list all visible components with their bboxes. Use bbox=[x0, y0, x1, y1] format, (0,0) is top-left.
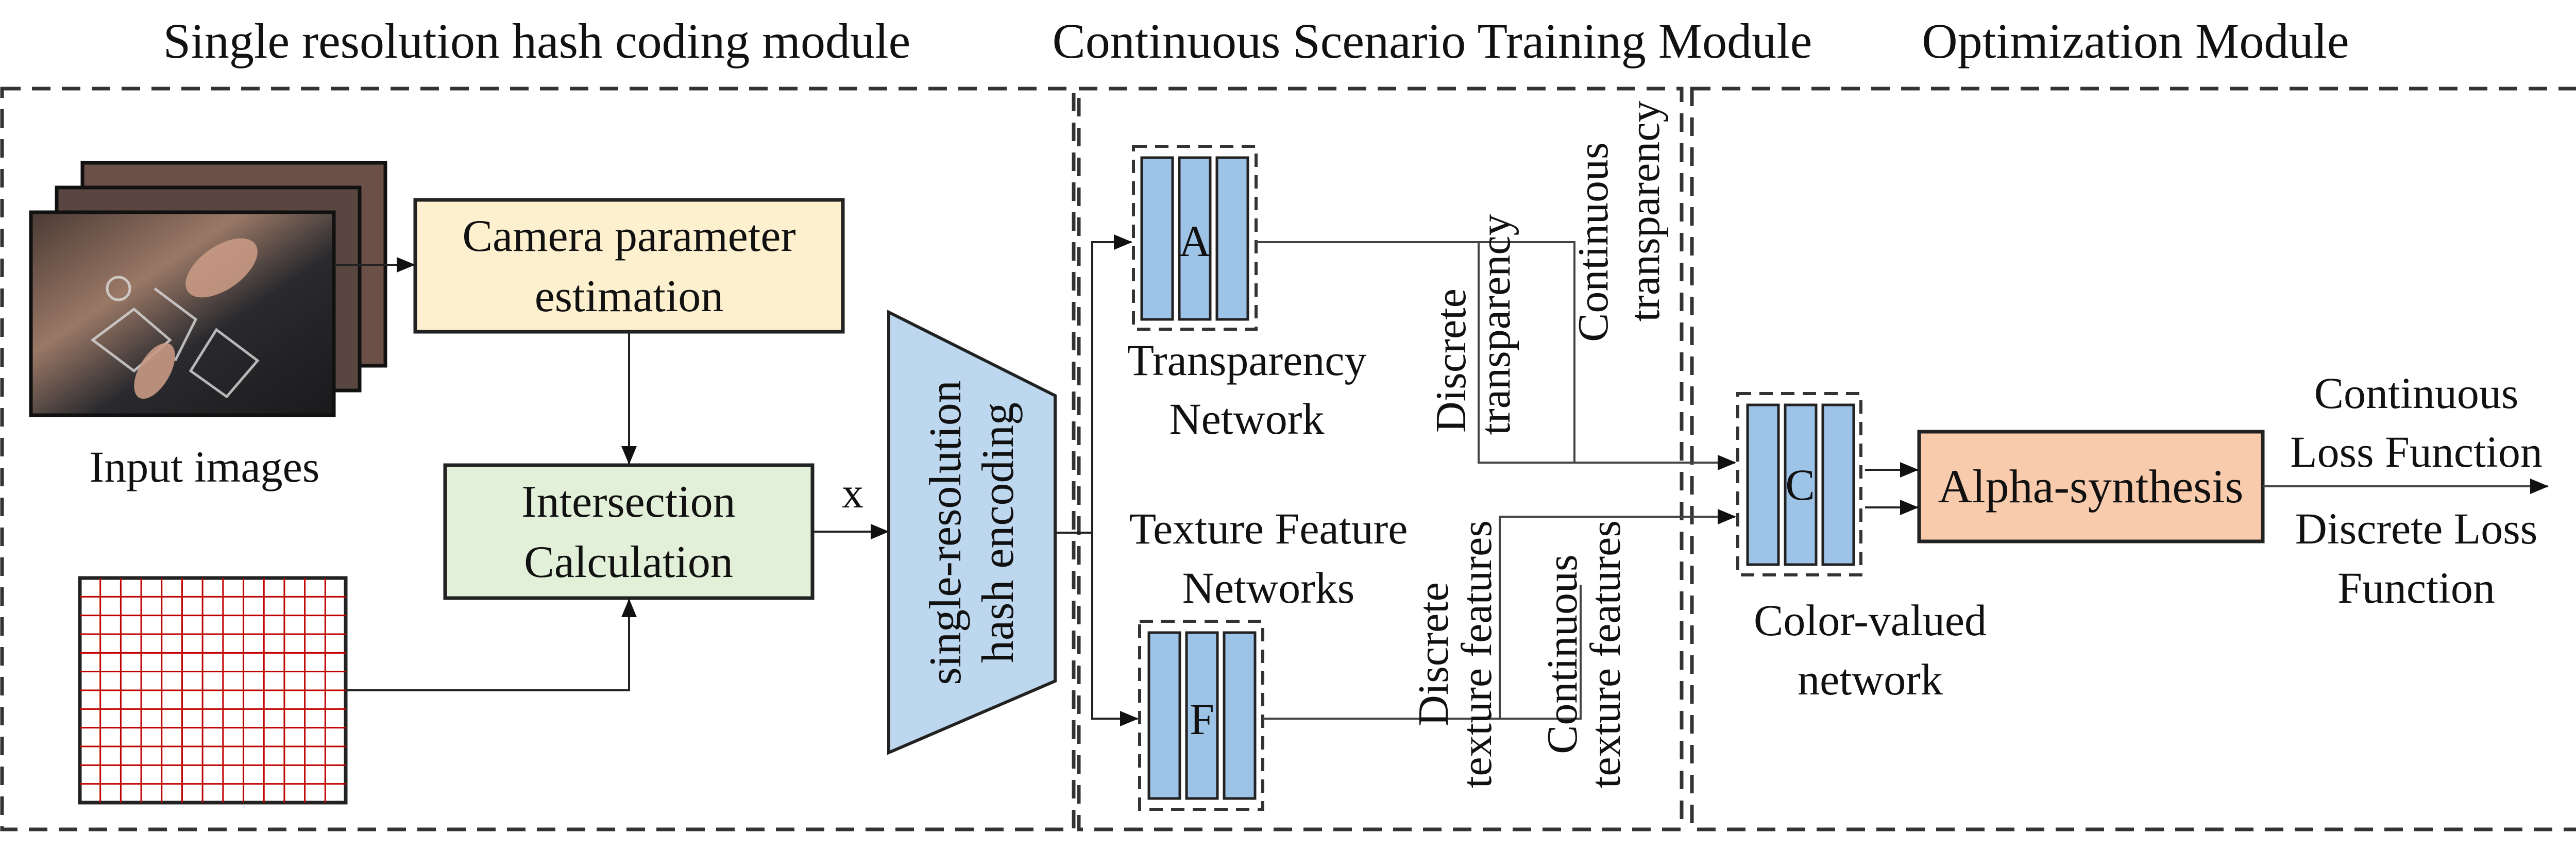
arrow-grid-to-intersection bbox=[346, 599, 637, 691]
input-images-label: Input images bbox=[90, 442, 320, 491]
arrow-encoding-to-texture bbox=[1091, 533, 1139, 726]
hash-encoding-label: single-resolution hash encoding bbox=[921, 380, 1023, 685]
color-network-label-line1: Color-valued bbox=[1754, 596, 1987, 645]
camera-parameter-label-line2: estimation bbox=[535, 271, 724, 321]
transparency-network-letter: A bbox=[1179, 216, 1211, 266]
module-box-training bbox=[1077, 87, 1684, 831]
intersection-label-line1: Intersection bbox=[521, 477, 735, 527]
discrete-transparency-label-line2: transparency bbox=[1471, 214, 1519, 435]
hash-encoding-block bbox=[887, 310, 1057, 755]
intersection-calculation-box bbox=[443, 463, 815, 600]
discrete-texture-label-line2: texture features bbox=[1453, 520, 1501, 788]
module-box-optimization bbox=[1690, 87, 2576, 831]
input-image-stack bbox=[29, 161, 387, 417]
continuous-texture-label: Continuous texture features bbox=[1538, 520, 1630, 788]
branch-connectors bbox=[1055, 234, 1139, 726]
continuous-loss-label-line1: Continuous bbox=[2314, 368, 2519, 418]
network-layer bbox=[1223, 631, 1257, 800]
network-layer bbox=[1215, 156, 1249, 321]
network-layer bbox=[1147, 631, 1181, 800]
transparency-network: A bbox=[1132, 145, 1258, 331]
network-layer bbox=[1821, 403, 1855, 566]
discrete-loss-label-line2: Function bbox=[2337, 563, 2495, 613]
hash-encoding-label-line1: single-resolution bbox=[921, 380, 971, 685]
module-title-optimization: Optimization Module bbox=[1922, 13, 2349, 69]
transparency-connectors bbox=[1256, 241, 1736, 470]
discrete-loss-label-line1: Discrete Loss bbox=[2295, 504, 2537, 553]
alpha-synthesis-box bbox=[1917, 430, 2265, 543]
color-to-alpha-connectors bbox=[1865, 462, 1919, 515]
texture-connectors bbox=[1263, 509, 1736, 720]
grid-lines bbox=[80, 578, 346, 803]
transparency-network-label-line1: Transparency bbox=[1127, 335, 1367, 385]
hash-encoding-label-line2: hash encoding bbox=[973, 402, 1023, 663]
texture-network-letter: F bbox=[1190, 694, 1214, 744]
module-title-hash: Single resolution hash coding module bbox=[163, 13, 911, 69]
module-title-training: Continuous Scenario Training Module bbox=[1053, 13, 1812, 69]
color-valued-network: C bbox=[1736, 392, 1862, 576]
color-network-letter: C bbox=[1785, 460, 1815, 509]
hands-icon bbox=[134, 238, 258, 399]
continuous-transparency-label: Continuous transparency bbox=[1569, 100, 1669, 342]
network-layer bbox=[1746, 403, 1780, 566]
module-borders bbox=[0, 87, 2576, 831]
alpha-synthesis-label: Alpha-synthesis bbox=[1938, 460, 2244, 513]
texture-feature-network: F bbox=[1138, 620, 1264, 811]
discrete-texture-label-line1: Discrete bbox=[1410, 582, 1458, 726]
hash-connectors bbox=[334, 257, 889, 691]
texture-network-label-line1: Texture Feature bbox=[1129, 504, 1408, 553]
module-box-hash bbox=[0, 87, 1076, 831]
continuous-transparency-label-line2: transparency bbox=[1621, 100, 1669, 321]
continuous-texture-label-line2: texture features bbox=[1582, 520, 1630, 788]
arrow-texture-to-color bbox=[1499, 509, 1736, 719]
discrete-transparency-label: Discrete transparency bbox=[1427, 214, 1519, 435]
texture-network-label-line2: Networks bbox=[1182, 563, 1354, 613]
network-layer bbox=[1185, 631, 1219, 800]
camera-parameter-label-line1: Camera parameter bbox=[462, 211, 795, 261]
input-image-front bbox=[29, 210, 336, 417]
embroidery-pattern-icon bbox=[90, 276, 260, 399]
continuous-transparency-label-line1: Continuous bbox=[1569, 142, 1617, 342]
intersection-label-line2: Calculation bbox=[524, 537, 733, 587]
discrete-transparency-label-line1: Discrete bbox=[1427, 288, 1475, 433]
x-label: x bbox=[842, 469, 863, 517]
network-layer bbox=[1784, 403, 1818, 566]
discrete-texture-label: Discrete texture features bbox=[1410, 520, 1501, 788]
network-layer bbox=[1140, 156, 1174, 321]
transparency-network-label-line2: Network bbox=[1170, 394, 1325, 444]
continuous-loss-label-line2: Loss Function bbox=[2290, 427, 2543, 477]
network-layer bbox=[1178, 156, 1212, 321]
arrow-transparency-to-color bbox=[1478, 242, 1736, 470]
sampling-grid bbox=[78, 576, 348, 805]
continuous-texture-label-line1: Continuous bbox=[1538, 554, 1586, 754]
color-network-label-line2: network bbox=[1798, 655, 1943, 704]
arrow-encoding-to-transparency bbox=[1091, 234, 1132, 533]
